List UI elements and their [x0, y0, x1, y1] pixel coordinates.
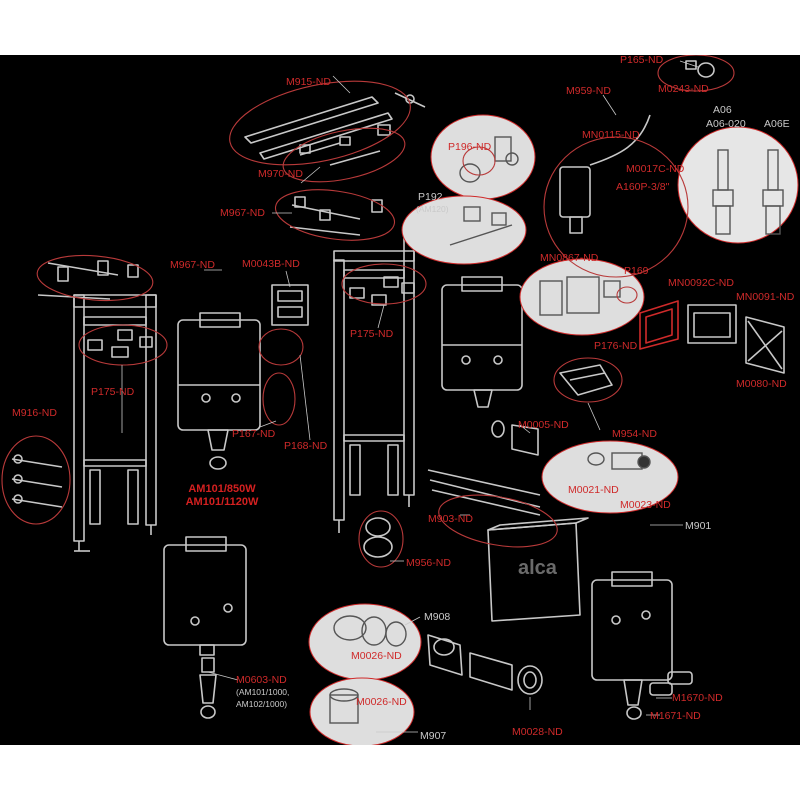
center-installation-frame: [333, 234, 415, 533]
label-mn0092c: MN0092C-ND: [668, 277, 734, 289]
label-p168: P168-ND: [284, 440, 328, 452]
bracket-set-p175-center: [349, 276, 415, 306]
rod-set-m903: [427, 469, 541, 516]
label-m0028: M0028-ND: [512, 726, 563, 738]
label-m1671: M1671-ND: [650, 710, 701, 722]
brand-logo: alca: [518, 557, 557, 579]
label-p176: P176-ND: [594, 340, 638, 352]
label-m908: M908: [424, 611, 451, 623]
connector-m1670: [649, 671, 693, 696]
label-m0026-b: M0026-ND: [356, 696, 407, 708]
label-m0026-a: M0026-ND: [351, 650, 402, 662]
cistern-center: [441, 276, 523, 408]
cistern-bottom-left: [163, 536, 247, 719]
label-m954: M954-ND: [612, 428, 657, 440]
label-mn0867: MN0867-ND: [540, 252, 599, 264]
label-m967-left: M967-ND: [170, 259, 215, 271]
label-p169: P169: [624, 265, 649, 277]
callout-bubbles: [308, 114, 799, 745]
label-m0005: M0005-ND: [518, 419, 569, 431]
label-m907: M907: [420, 730, 447, 742]
label-m901: M901: [685, 520, 712, 532]
anchor-set-m967-top: [289, 196, 383, 236]
label-a160p: A160P-3/8": [616, 181, 670, 193]
label-a06e: A06E: [764, 118, 790, 130]
box-mn0091: [687, 304, 737, 344]
model-label-line2: AM101/1120W: [185, 496, 259, 508]
cistern-bottom-right: [591, 571, 673, 720]
m908-bubble-parts: [333, 615, 407, 647]
label-m0603: M0603-ND: [236, 674, 287, 686]
p192-parts: [449, 206, 513, 246]
cistern-main: [177, 312, 261, 470]
clamp-m954: [559, 364, 613, 396]
label-a06-020: A06-020: [706, 118, 746, 130]
label-m903: M903-ND: [428, 513, 473, 525]
label-m1670: M1670-ND: [672, 692, 723, 704]
label-m967-top: M967-ND: [220, 207, 265, 219]
bracket-set-p175-left: [87, 329, 153, 358]
a06-bubble-parts: [712, 149, 784, 235]
label-p165: P165-ND: [620, 55, 664, 66]
highlight-rings: [1, 55, 735, 568]
label-a06: A06: [713, 104, 732, 116]
label-m970: M970-ND: [258, 168, 303, 180]
clip-m956: [363, 517, 393, 558]
label-p167: P167-ND: [232, 428, 276, 440]
p196-parts: [459, 136, 519, 183]
label-m916: M916-ND: [12, 407, 57, 419]
label-mn0115: MN0115-ND: [582, 129, 640, 141]
label-m0080: M0080-ND: [736, 378, 787, 390]
label-m0017c: M0017C-ND: [626, 163, 685, 175]
model-label: AM101/850W AM101/1120W: [172, 483, 272, 509]
label-p192: P192: [418, 191, 443, 203]
plate-holder-m0043b: [271, 284, 309, 326]
cover-m0080: [745, 316, 785, 374]
label-p192-sub: (AM120): [416, 204, 449, 214]
exploded-parts-drawing: [1, 55, 799, 745]
label-m0603-sub1: (AM101/1000,: [236, 687, 290, 697]
label-m0243: M0243-ND: [658, 83, 709, 95]
anchor-set-m967-left: [37, 260, 139, 300]
sleeve-m0005: [491, 420, 539, 456]
label-p175-center: P175-ND: [350, 328, 394, 340]
diagram-canvas: P165-ND M0243-ND M915-ND M959-ND A06 A06…: [0, 55, 800, 745]
frame-mn0092c: [639, 300, 679, 350]
screw-set-m970: [299, 124, 391, 166]
label-mn0091: MN0091-ND: [736, 291, 795, 303]
m907-bubble-parts: [329, 688, 359, 724]
anchor-bolts-m916: [11, 454, 63, 508]
pipe-set-m908: [427, 634, 543, 695]
drain-m0603: [201, 657, 215, 673]
label-m0043b: M0043B-ND: [242, 258, 300, 270]
label-m915: M915-ND: [286, 76, 331, 88]
label-p175-left: P175-ND: [91, 386, 135, 398]
label-m959: M959-ND: [566, 85, 611, 97]
label-p196: P196-ND: [448, 141, 492, 153]
label-m0603-sub2: AM102/1000): [236, 699, 288, 709]
rail-set-m915: [244, 92, 426, 160]
label-m0021: M0021-ND: [568, 484, 619, 496]
m901-parts: [587, 452, 651, 470]
fill-valve-a160p: [559, 114, 651, 234]
label-m956: M956-ND: [406, 557, 451, 569]
cover-box-logo: [487, 517, 589, 622]
leader-lines: [121, 60, 699, 733]
label-m0023: M0023-ND: [620, 499, 671, 511]
model-label-line1: AM101/850W: [188, 483, 256, 495]
part-p165: [685, 60, 715, 78]
